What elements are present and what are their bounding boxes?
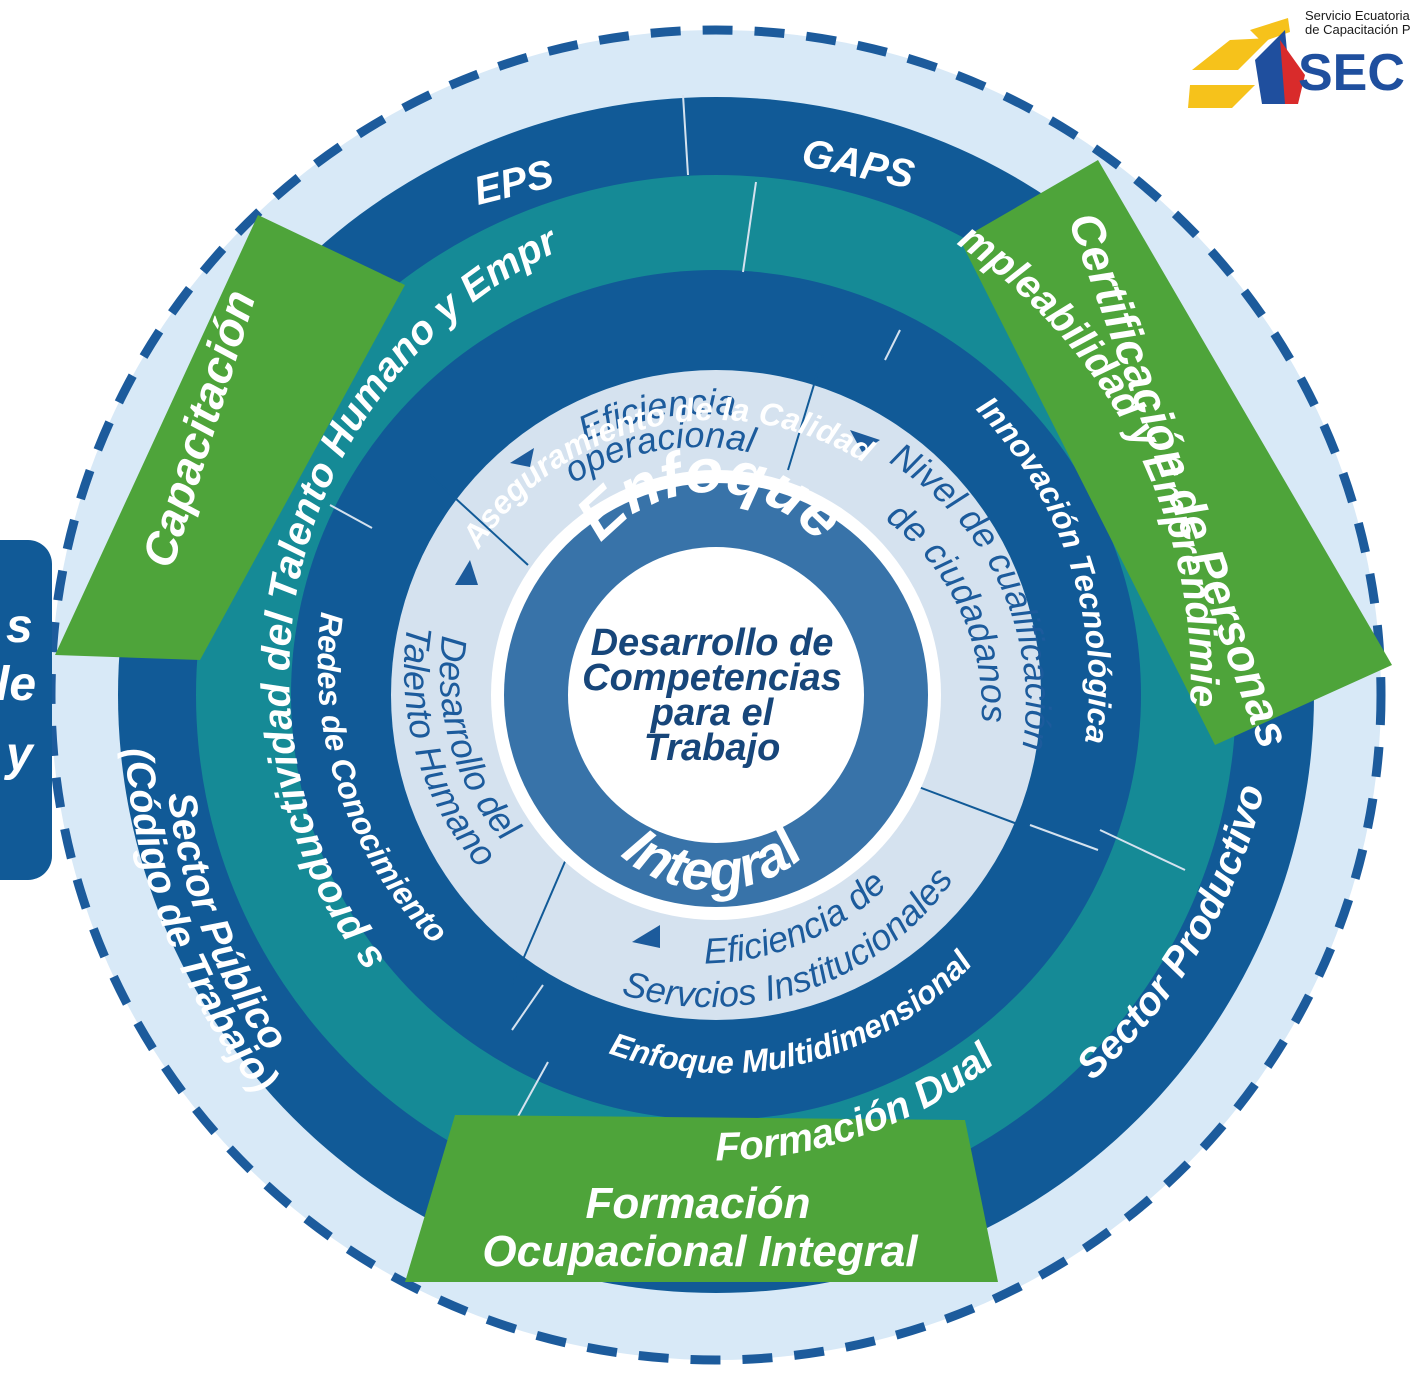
arrow-icon-desa xyxy=(455,560,478,585)
seccap-logo: Servicio Ecuatoria de Capacitación P SEC xyxy=(1188,8,1411,108)
arrow-icon-efser xyxy=(632,925,660,948)
center-core xyxy=(568,547,864,843)
banner-formacion-ocupacional xyxy=(405,1115,998,1282)
left-panel-line-2: le xyxy=(0,658,36,711)
logo-yellow-shape-2 xyxy=(1188,85,1255,108)
left-panel-line-3: y xyxy=(4,728,35,781)
banner-capacitacion xyxy=(55,215,405,660)
core-line-4: Trabajo xyxy=(644,727,781,769)
arrow-icon-nivel xyxy=(850,430,880,452)
logo-acronym: SEC xyxy=(1298,44,1405,102)
banner-certificacion xyxy=(960,160,1392,745)
left-side-panel xyxy=(0,540,52,880)
logo-yellow-shape-3 xyxy=(1250,18,1290,42)
core-line-1: Desarrollo de xyxy=(591,622,834,664)
logo-text-line-1: Servicio Ecuatoria xyxy=(1305,8,1411,23)
core-line-3: para el xyxy=(650,692,775,734)
left-panel-line-1: s xyxy=(6,600,33,653)
core-line-2: Competencias xyxy=(582,657,842,699)
label-ocupacional-integral: Ocupacional Integral xyxy=(482,1227,918,1276)
logo-yellow-shape-1 xyxy=(1192,38,1270,70)
logo-text-line-2: de Capacitación P xyxy=(1305,22,1411,37)
logo-red-shape xyxy=(1280,40,1305,104)
label-formacion: Formación xyxy=(586,1179,811,1228)
arrow-icon-efop xyxy=(510,448,534,467)
center-core-text: Desarrollo de Competencias para el Traba… xyxy=(582,622,842,769)
light-ring-separators xyxy=(429,354,1021,986)
